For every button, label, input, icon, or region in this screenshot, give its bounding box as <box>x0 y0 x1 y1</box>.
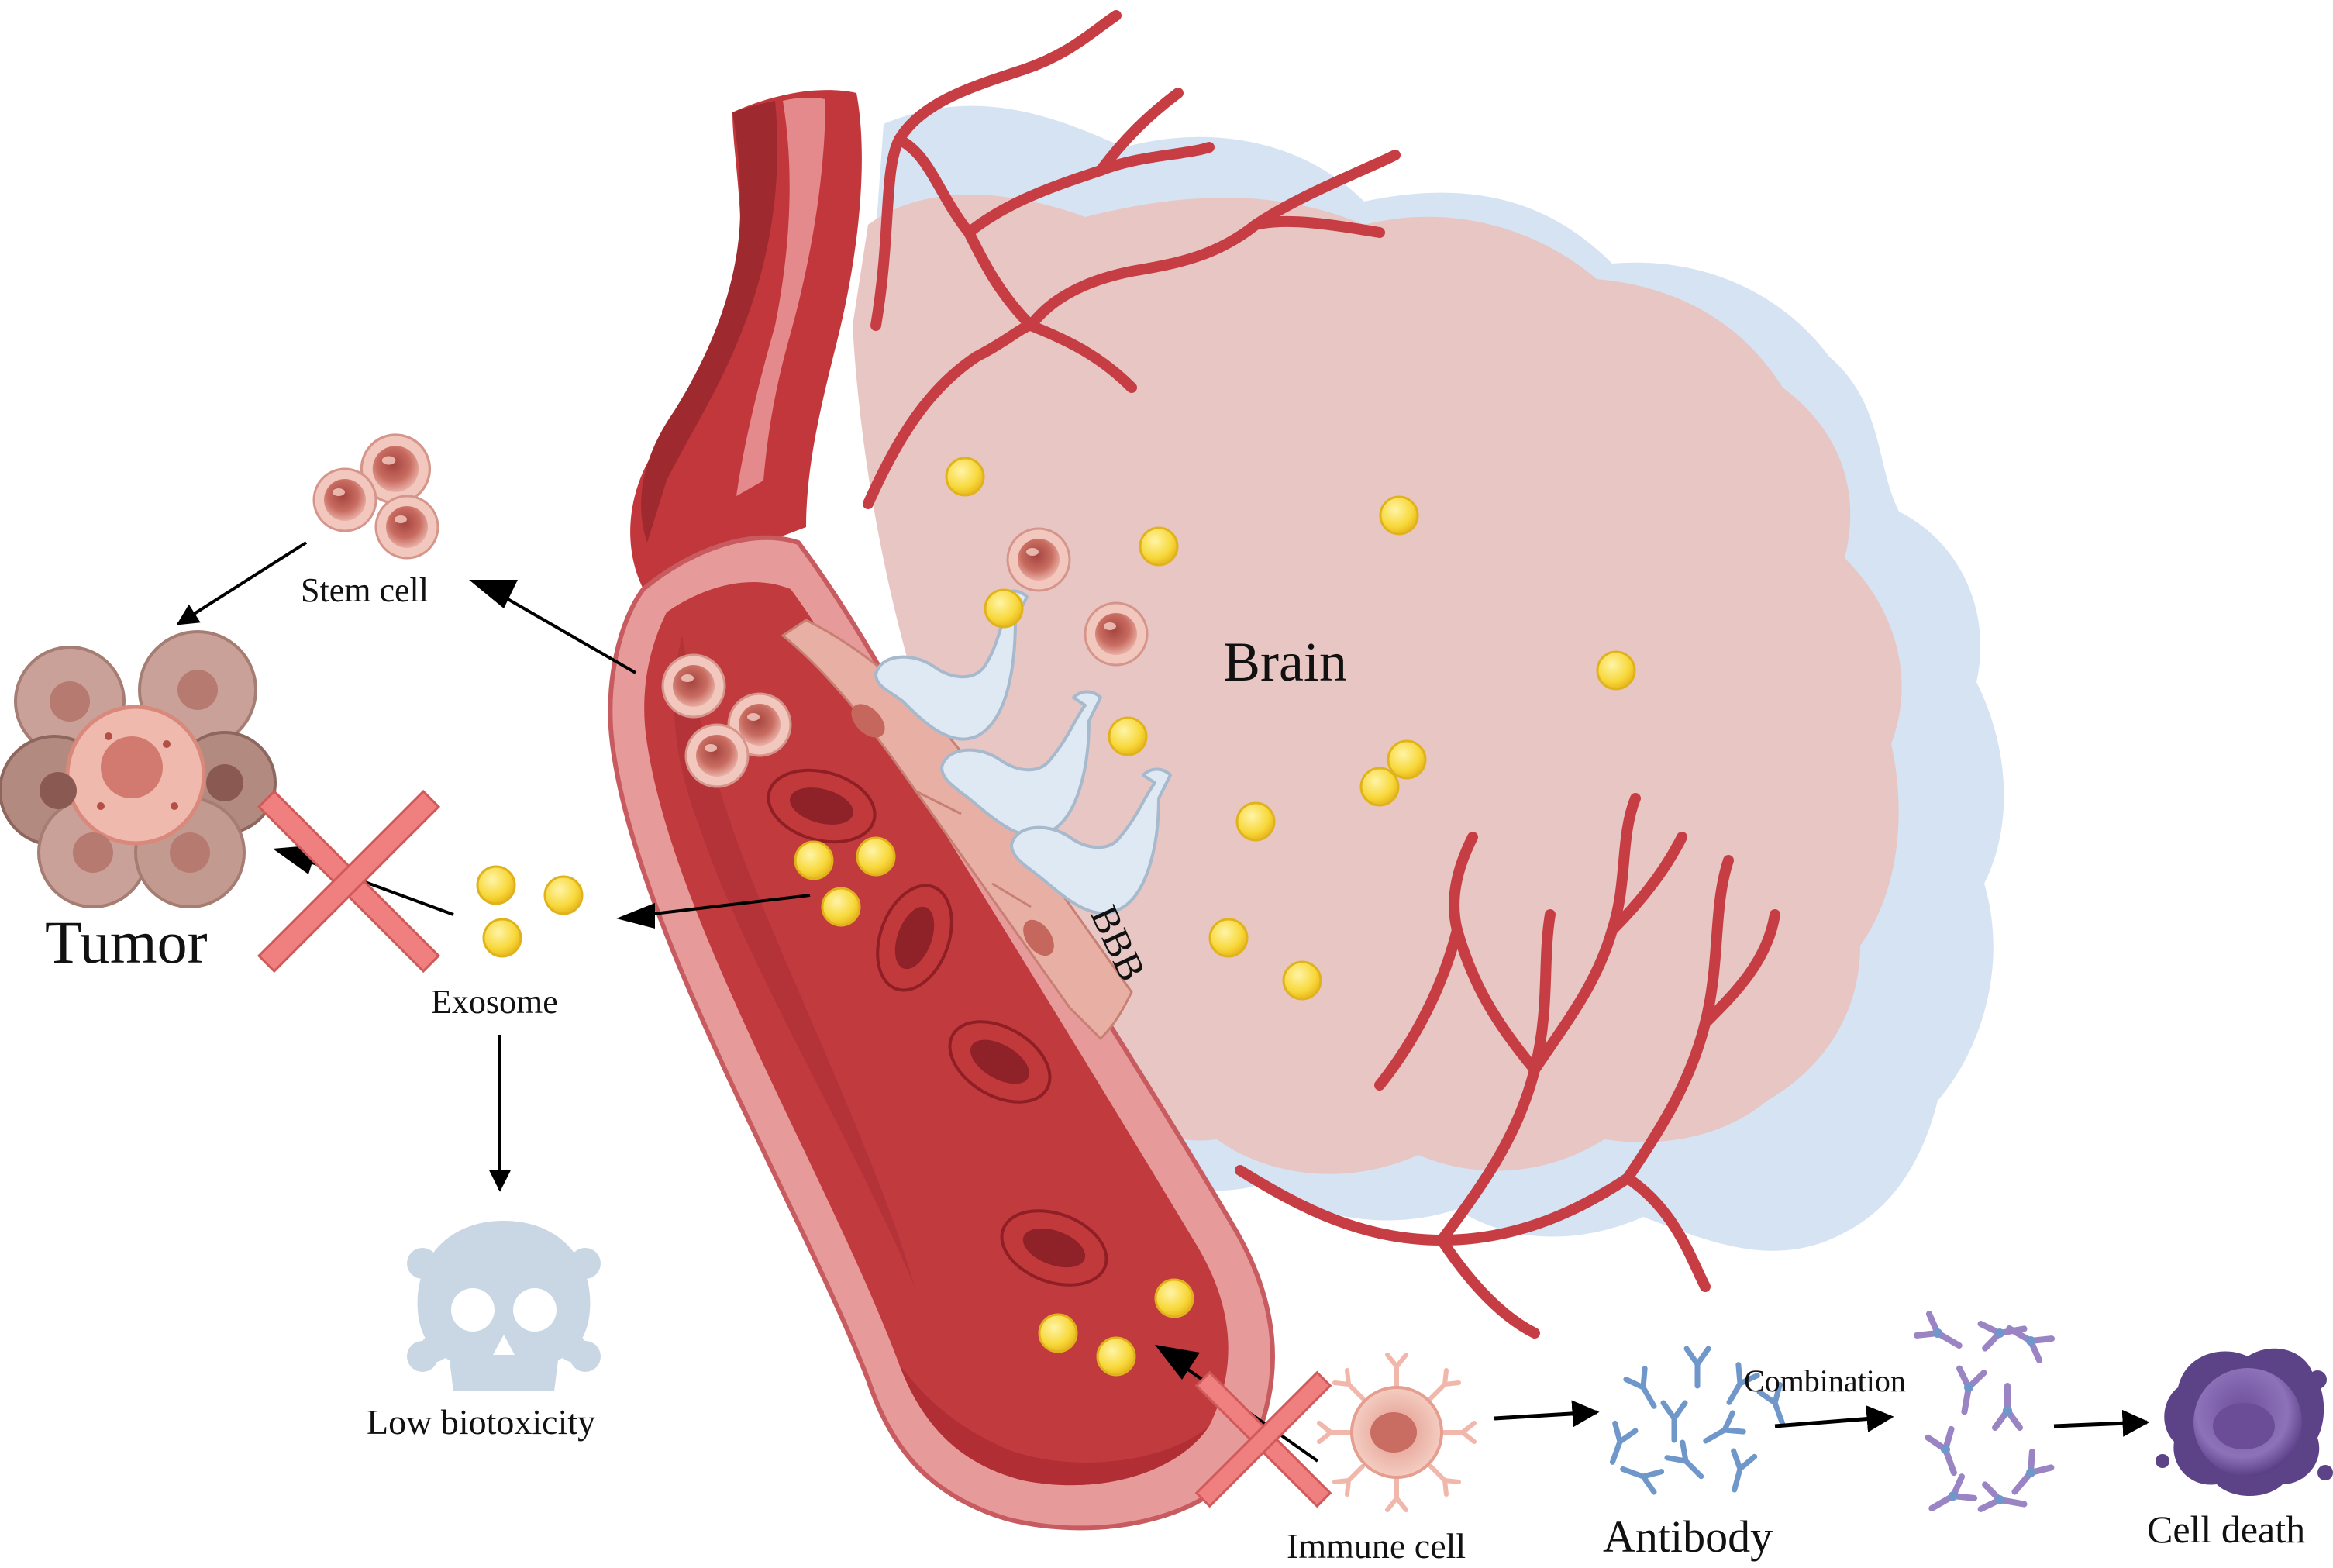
exosome-icon <box>1154 1278 1194 1318</box>
blocked-cross-icon <box>1194 1370 1332 1508</box>
arrow-vessel-to-stem-cell <box>469 580 636 674</box>
stem-cell-icon <box>661 653 726 719</box>
vessel-outer-shade <box>899 1364 1209 1486</box>
exosome-icon <box>856 836 896 877</box>
arrow-stem-cell-to-tumor <box>176 541 308 625</box>
combination-label: Combination <box>1744 1363 1906 1398</box>
stem-cell-label: Stem cell <box>301 571 429 609</box>
skull-crossbones-icon <box>407 1221 601 1391</box>
exosome-icon <box>794 840 834 880</box>
exosome-icon <box>1096 1336 1136 1377</box>
capillaries-top <box>863 10 1401 509</box>
vessel-upper-highlight <box>736 97 825 496</box>
capillaries-bottom <box>1235 793 1780 1339</box>
brain-tissue <box>853 195 1902 1174</box>
tumor-label: Tumor <box>45 908 208 976</box>
exosome-group-icon <box>476 865 584 958</box>
dead-cell-icon <box>2156 1348 2333 1496</box>
arrow-immune-cell-to-antibody <box>1494 1400 1600 1428</box>
arrow-vessel-to-exosome <box>616 894 811 929</box>
immune-cell-label: Immune cell <box>1287 1526 1466 1566</box>
blood-vessel <box>608 90 1275 1531</box>
vessel-inner-shade <box>674 636 915 1287</box>
low-biotoxicity-label: Low biotoxicity <box>367 1402 595 1442</box>
blocked-cross-icon <box>257 789 441 974</box>
brain-region <box>853 105 2004 1251</box>
cell-death-label: Cell death <box>2147 1508 2305 1551</box>
exosome-icon <box>1038 1313 1078 1353</box>
antibody-label: Antibody <box>1603 1511 1773 1562</box>
astrocyte-endfoot <box>874 589 1172 915</box>
arrow-antibody-to-combination <box>1774 1405 1894 1432</box>
stem-cell-group-icon <box>312 433 439 560</box>
vessel-upper-shade <box>641 101 778 543</box>
stem-cell-icon <box>684 723 750 788</box>
immune-cell-icon <box>1317 1353 1477 1512</box>
brain-label: Brain <box>1223 631 1347 693</box>
tumor-icon <box>0 630 277 908</box>
exosome-icon <box>821 887 861 927</box>
antibody-complex-icon <box>1917 1314 2052 1519</box>
arrow-combination-to-cell-death <box>2053 1409 2150 1437</box>
exosome-label: Exosome <box>431 983 558 1021</box>
